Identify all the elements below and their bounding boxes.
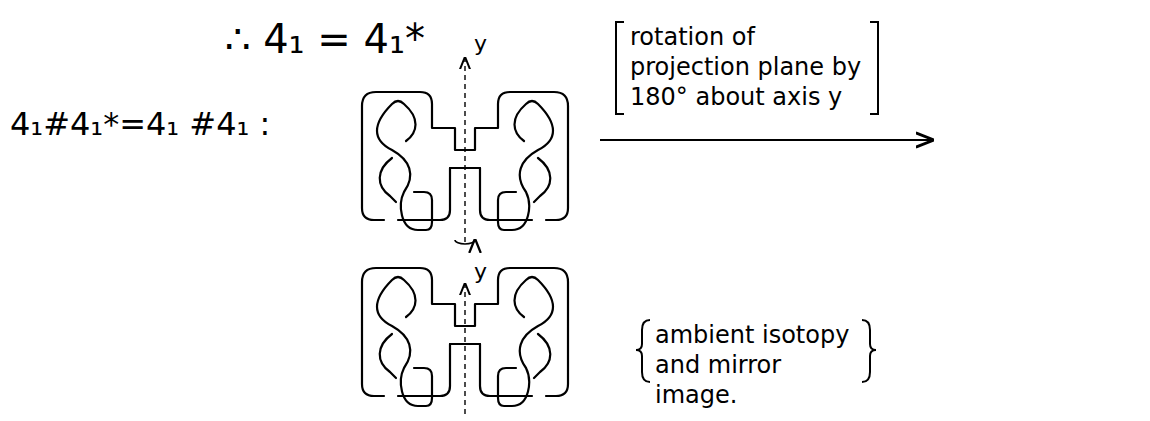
square-bracket bbox=[616, 22, 624, 114]
equation: ∴ 4₁ = 4₁* bbox=[225, 14, 425, 64]
transformation-arrow bbox=[600, 139, 932, 141]
knot-left-lobe bbox=[362, 92, 450, 230]
rotation-symbol bbox=[455, 240, 475, 244]
knot-right-lobe bbox=[480, 92, 568, 230]
operation-note: ambient isotopy and mirror image. bbox=[655, 320, 855, 410]
rotation-axis bbox=[464, 58, 465, 242]
axis-label: y bbox=[474, 258, 487, 286]
operation-note: rotation of projection plane by 180° abo… bbox=[630, 22, 870, 112]
rotation-axis bbox=[464, 284, 465, 414]
equation: 4₁#4₁*=4₁ #4₁ : bbox=[10, 104, 270, 144]
curly-brace bbox=[862, 320, 876, 382]
square-bracket bbox=[870, 22, 878, 114]
axis-label: y bbox=[474, 30, 487, 58]
curly-brace bbox=[636, 320, 650, 382]
